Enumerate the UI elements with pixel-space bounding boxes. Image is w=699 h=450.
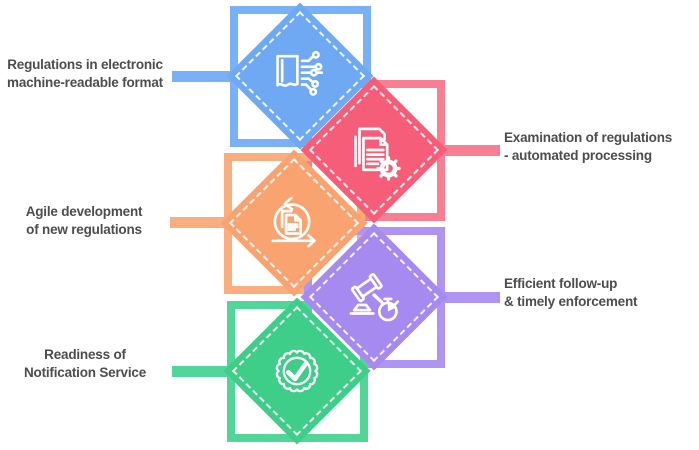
label-line: - automated processing — [504, 148, 652, 163]
connector-line-red — [443, 145, 500, 156]
agile-sprint-docs-icon — [261, 190, 327, 256]
item-label-examination: Examination of regulations - automated p… — [504, 129, 699, 165]
label-line: Examination of regulations — [504, 130, 673, 145]
label-line: Regulations in electronic — [7, 57, 163, 72]
gear-glyph — [376, 156, 401, 181]
book-circuit-icon — [267, 43, 333, 109]
item-label-readiness: Readiness of Notification Service — [0, 346, 170, 382]
item-label-enforcement: Efficient follow-up & timely enforcement — [504, 275, 699, 311]
gavel-stopwatch-icon — [341, 264, 407, 330]
item-label-machine-readable: Regulations in electronic machine-readab… — [0, 56, 170, 92]
connector-line-blue — [172, 71, 232, 82]
label-line: of new regulations — [26, 222, 142, 237]
label-line: Notification Service — [23, 365, 147, 380]
label-line: & timely enforcement — [504, 294, 638, 309]
label-line: Agile development — [25, 204, 143, 219]
connector-line-purple — [443, 292, 500, 303]
connector-line-orange — [170, 217, 228, 228]
label-line: Readiness of — [44, 347, 126, 362]
documents-gear-icon — [341, 117, 407, 183]
stopwatch-glyph — [377, 297, 400, 322]
label-line: Efficient follow-up — [504, 276, 618, 291]
label-line: machine-readable format — [7, 75, 163, 90]
verified-badge-icon — [264, 338, 330, 404]
item-label-agile-development: Agile development of new regulations — [0, 203, 168, 239]
connector-line-green — [172, 366, 231, 377]
